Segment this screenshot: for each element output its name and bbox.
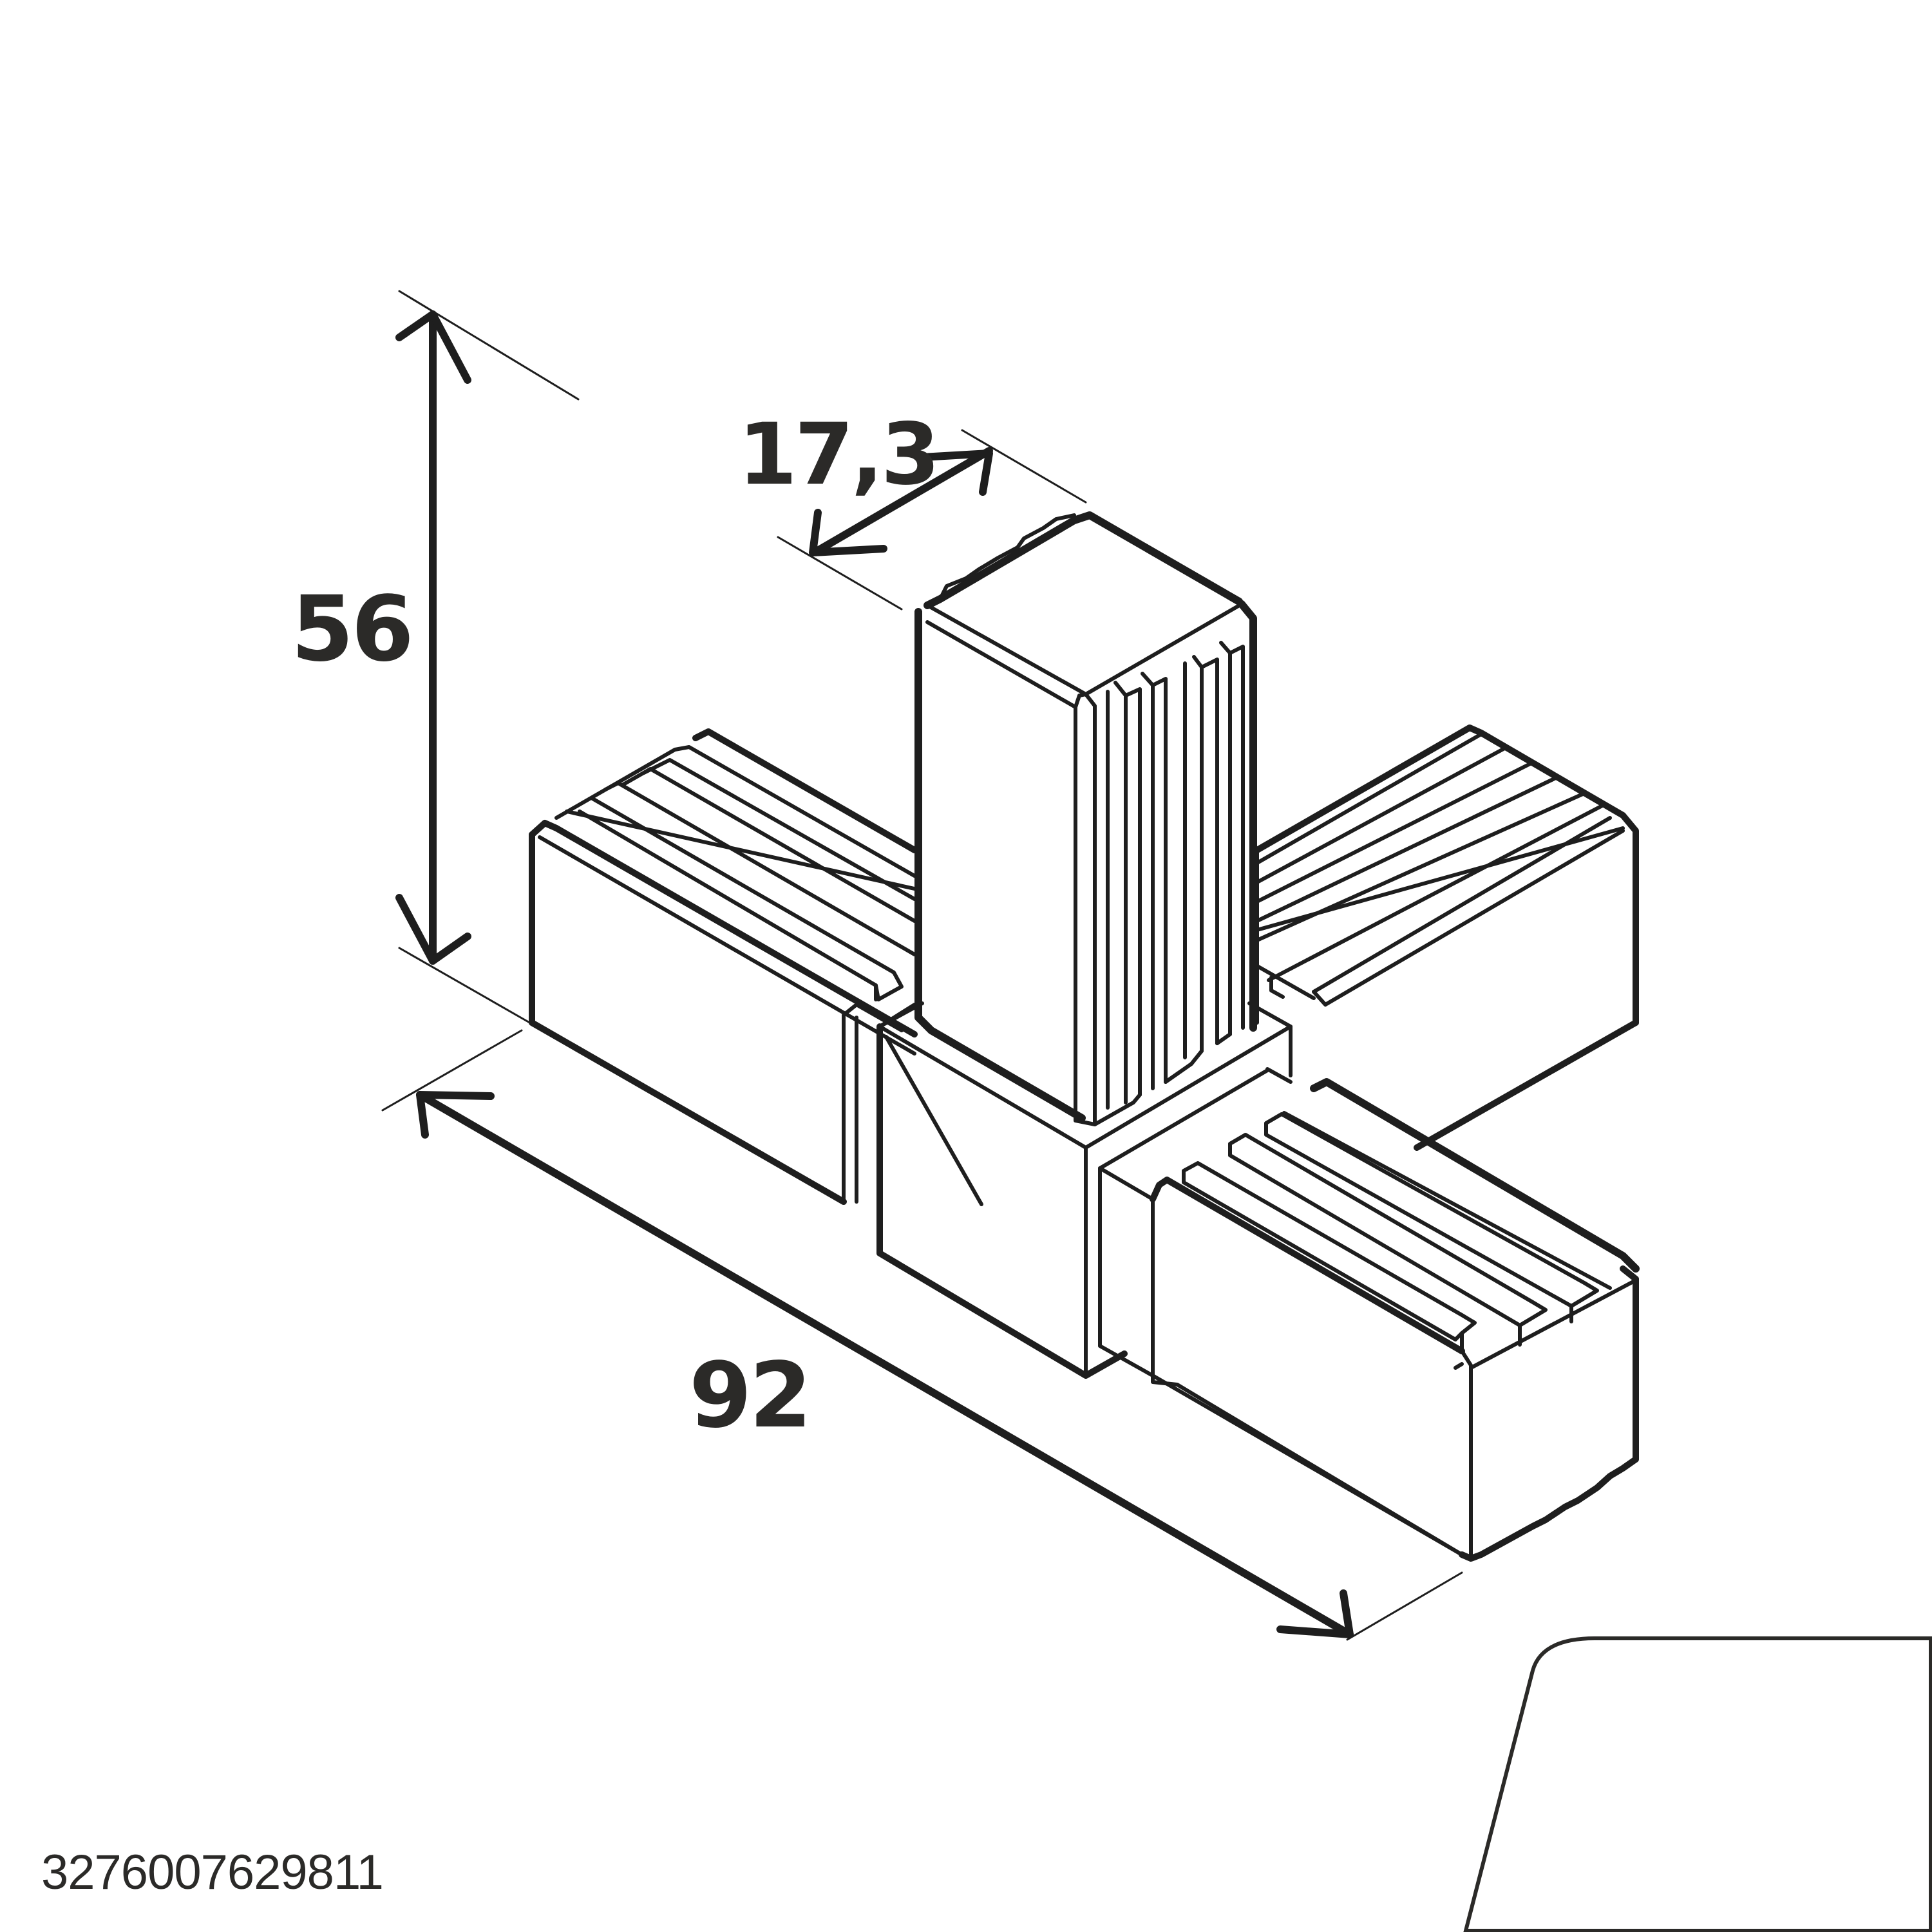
dimension-173-lines [777, 429, 1087, 611]
top-plug [914, 511, 1257, 1126]
dimension-92-lines [381, 1029, 1463, 1641]
front-arm [1098, 1067, 1640, 1562]
article-number: 3276007629811 [41, 1845, 384, 1900]
dimension-56-lines [395, 290, 580, 1025]
left-arm [529, 728, 918, 1205]
page-corner-tab [1463, 1636, 1932, 1932]
dimension-length-label: 92 [689, 1343, 812, 1448]
dimension-height-label: 56 [291, 577, 414, 682]
central-body [876, 1001, 1293, 1379]
dimension-plug-width-label: 17,3 [738, 405, 940, 504]
